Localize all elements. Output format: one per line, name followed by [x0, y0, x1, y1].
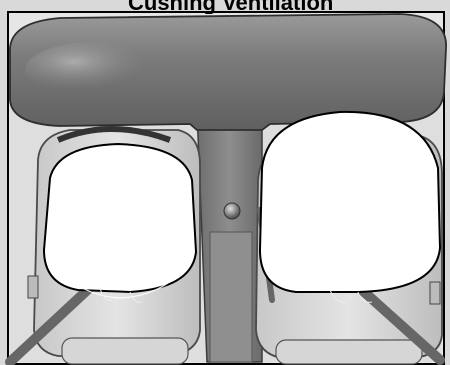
heading-text: Cushing Ventilation: [128, 0, 333, 14]
console-knob: [224, 203, 240, 219]
right-seat-mount: [430, 282, 440, 304]
passenger-airbag: [260, 112, 440, 302]
page-heading: Cushing Ventilation: [0, 0, 450, 14]
console-panel: [210, 232, 252, 362]
driver-airbag: [44, 144, 196, 302]
dashboard: [10, 14, 446, 130]
left-seat-mount: [28, 276, 38, 298]
